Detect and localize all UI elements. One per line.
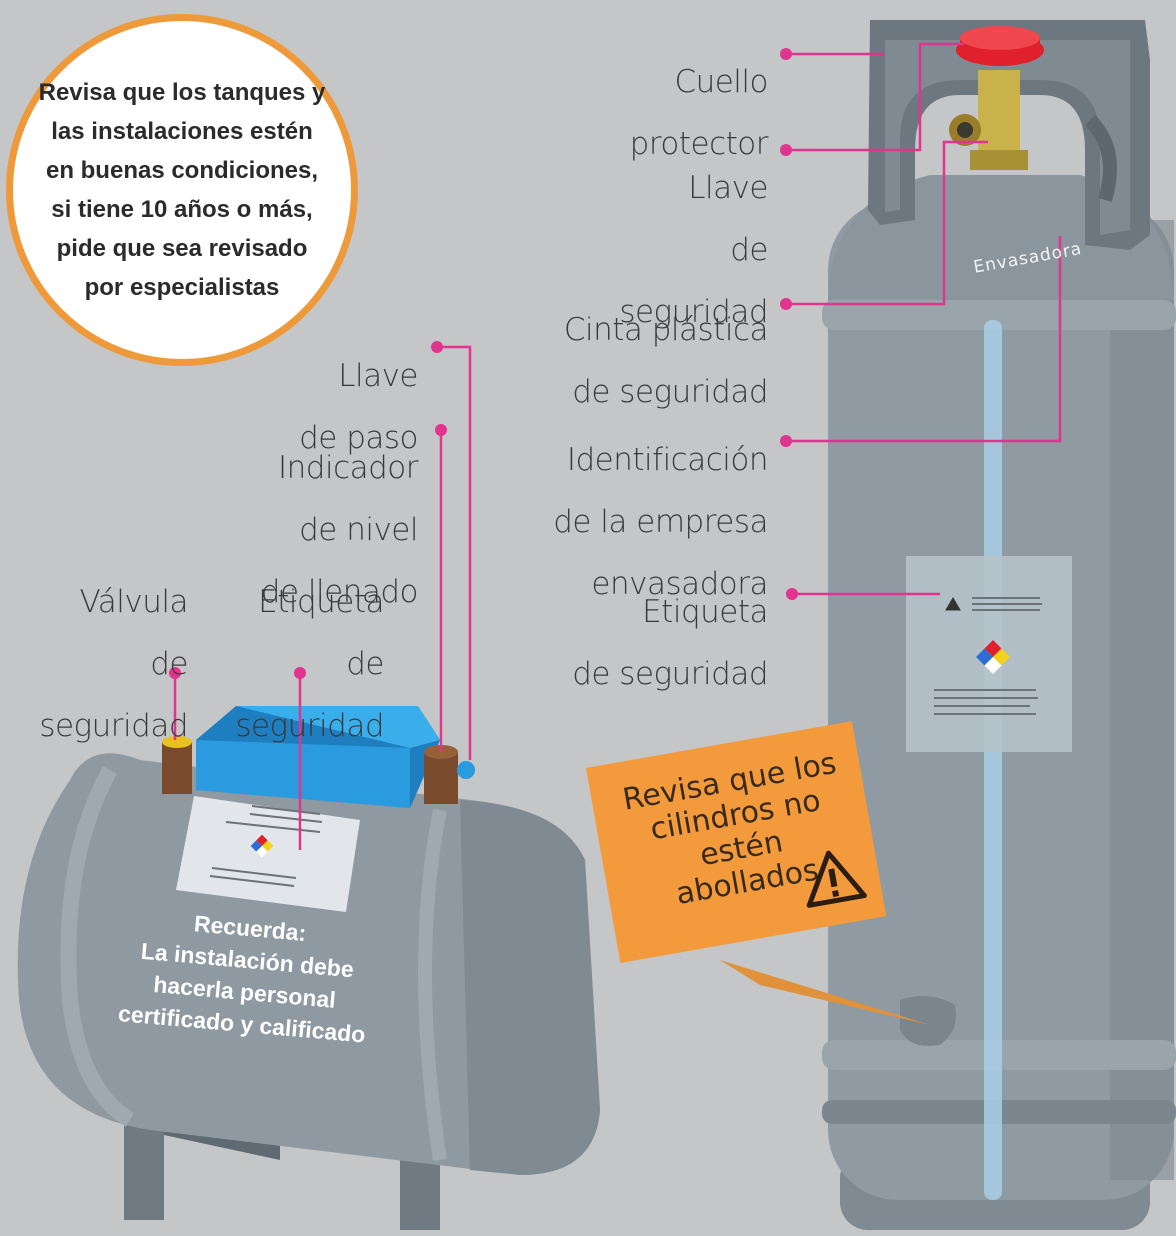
callout-dots bbox=[169, 48, 798, 679]
note-pointer bbox=[720, 960, 930, 1025]
label-identificacion: Identificación de la empresa envasadora bbox=[553, 442, 768, 602]
callout-lines bbox=[173, 42, 1062, 850]
label-cuello-protector: Cuello protector bbox=[629, 64, 769, 162]
warning-triangle-icon bbox=[806, 850, 867, 908]
label-valvula-seguridad: Válvula de seguridad bbox=[39, 584, 188, 744]
label-etiqueta-tanque: Etiqueta de seguridad bbox=[235, 584, 384, 744]
remember-note: Recuerda: La instalación debe hacerla pe… bbox=[117, 910, 367, 1048]
label-llave-seguridad: Llave de seguridad bbox=[619, 170, 768, 330]
label-etiqueta-cilindro: Etiqueta de seguridad bbox=[572, 594, 768, 692]
tip-circle: Revisa que los tanques y las instalacion… bbox=[6, 14, 358, 366]
tip-circle-text: Revisa que los tanques y las instalacion… bbox=[38, 79, 326, 301]
nfpa-diamond-icon bbox=[976, 640, 1010, 674]
label-cinta-plastica: Cinta plástica de seguridad bbox=[563, 312, 769, 410]
stationary-tank bbox=[17, 706, 600, 1230]
label-indicador-nivel: Indicador de nivel de llenado bbox=[260, 450, 419, 610]
dent-warning-note: Revisa que los cilindros no estén abolla… bbox=[586, 721, 887, 963]
gas-cylinder bbox=[822, 20, 1176, 1230]
label-llave-paso: Llave de paso bbox=[299, 358, 418, 456]
